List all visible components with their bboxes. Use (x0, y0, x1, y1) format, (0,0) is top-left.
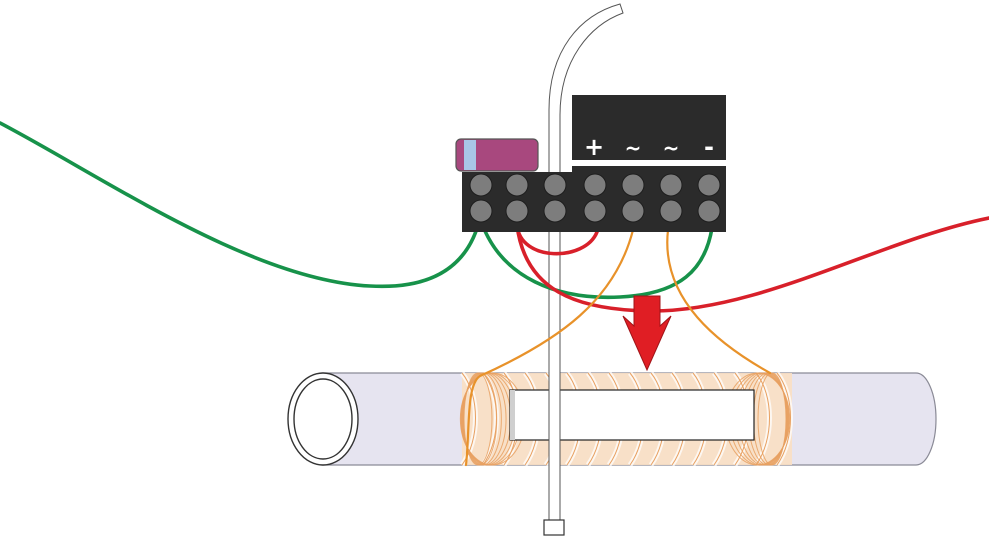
screw-terminal (469, 173, 493, 197)
coil (459, 371, 793, 467)
bridge-pin-label: - (704, 133, 714, 161)
screw-terminal (543, 199, 567, 223)
coil-window (509, 389, 755, 441)
screw-terminal (697, 173, 721, 197)
screw-terminal (505, 173, 529, 197)
bridge-pin-label: + (584, 133, 604, 161)
wire-orange-lead-left (464, 228, 635, 467)
bridge-pin-label: ~ (663, 136, 680, 160)
screw-terminal (697, 199, 721, 223)
bridge-pin-label: ~ (625, 136, 642, 160)
terminal-block: +~~- (462, 95, 726, 232)
bridge-pin-labels: +~~- (584, 133, 714, 161)
cable-tie (543, 3, 624, 536)
cable-tie-head (543, 519, 565, 536)
pipe-end-inner (293, 378, 353, 460)
capacitor-band (464, 140, 476, 170)
wire-red-input (515, 216, 989, 313)
cable-tie-strap (548, 3, 624, 521)
screw-terminal (659, 173, 683, 197)
screw-terminal (543, 173, 567, 197)
screw-terminal (621, 173, 645, 197)
arrow-down-shape (622, 295, 672, 372)
screw-terminal (621, 199, 645, 223)
wire-green-jumper (478, 216, 714, 300)
capacitor-icon (455, 138, 539, 172)
wires (0, 121, 989, 467)
bridge-rectifier-gap (572, 160, 726, 166)
coil-turn (776, 372, 791, 466)
coil-window-shadow (510, 390, 515, 440)
screw-terminals (469, 173, 721, 223)
screw-terminal (659, 199, 683, 223)
screw-terminal (583, 199, 607, 223)
capacitor-body (455, 138, 539, 172)
arrow-down-icon (622, 295, 672, 372)
screw-terminal (469, 199, 493, 223)
screw-terminal (583, 173, 607, 197)
wire-orange-lead-right (666, 228, 772, 375)
screw-terminal (505, 199, 529, 223)
wire-green-input (0, 121, 482, 289)
